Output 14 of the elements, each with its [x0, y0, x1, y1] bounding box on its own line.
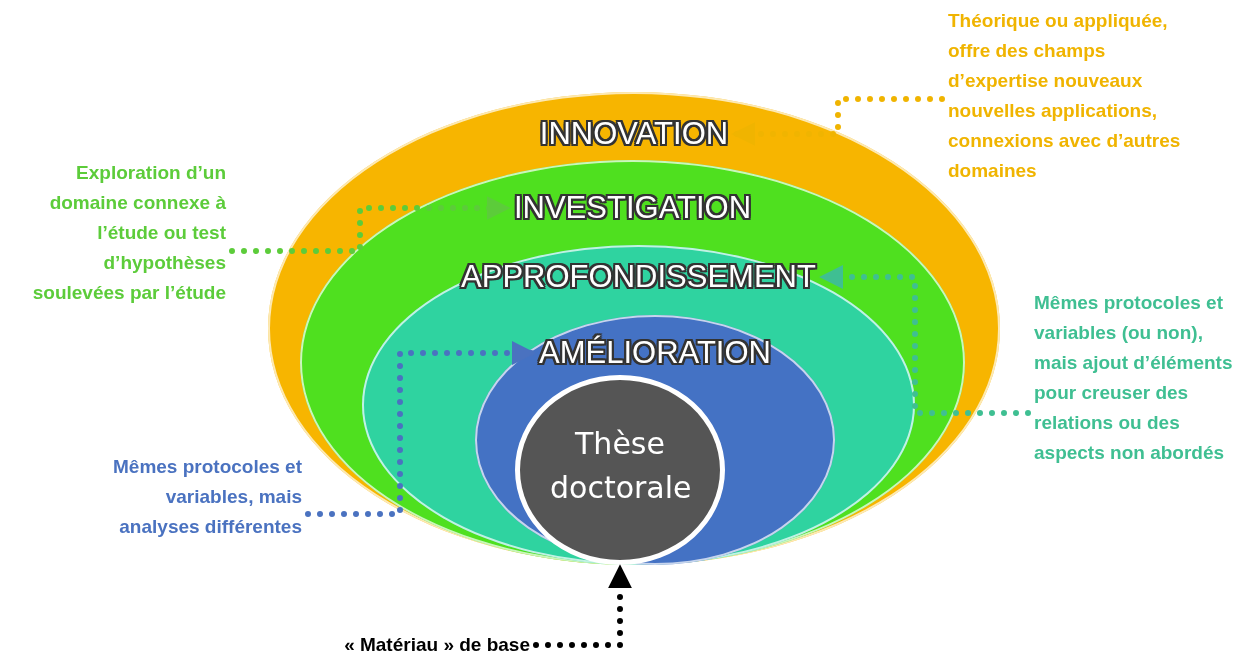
dotted-arrow	[533, 564, 632, 648]
description-text: Théorique ou appliquée, offre des champs d’expertise nouveaux nouvelles applications, connexions avec d’autres domaines	[948, 10, 1181, 181]
dotted-arrow	[731, 96, 945, 146]
level-label: INNOVATION	[539, 115, 729, 153]
circle-label: Thèse doctorale	[549, 425, 693, 507]
dotted-arrow	[305, 341, 536, 517]
level-label: INVESTIGATION	[513, 189, 752, 227]
description-text: Mêmes protocoles et variables (ou non), mais ajout d’éléments pour creuser des relations ou des aspects non abordés	[1034, 292, 1233, 463]
description-text: Mêmes protocoles et variables, mais analyses différentes	[113, 456, 302, 537]
dotted-arrow	[819, 265, 1031, 416]
level-label: AMÉLIORATION	[539, 334, 771, 372]
dotted-arrow	[229, 196, 511, 254]
description-text: Exploration d’un domaine connexe à l’étude ou test d’hypothèses soulevées par l’étude	[32, 162, 226, 303]
description-text: « Matériau » de base	[344, 634, 530, 655]
